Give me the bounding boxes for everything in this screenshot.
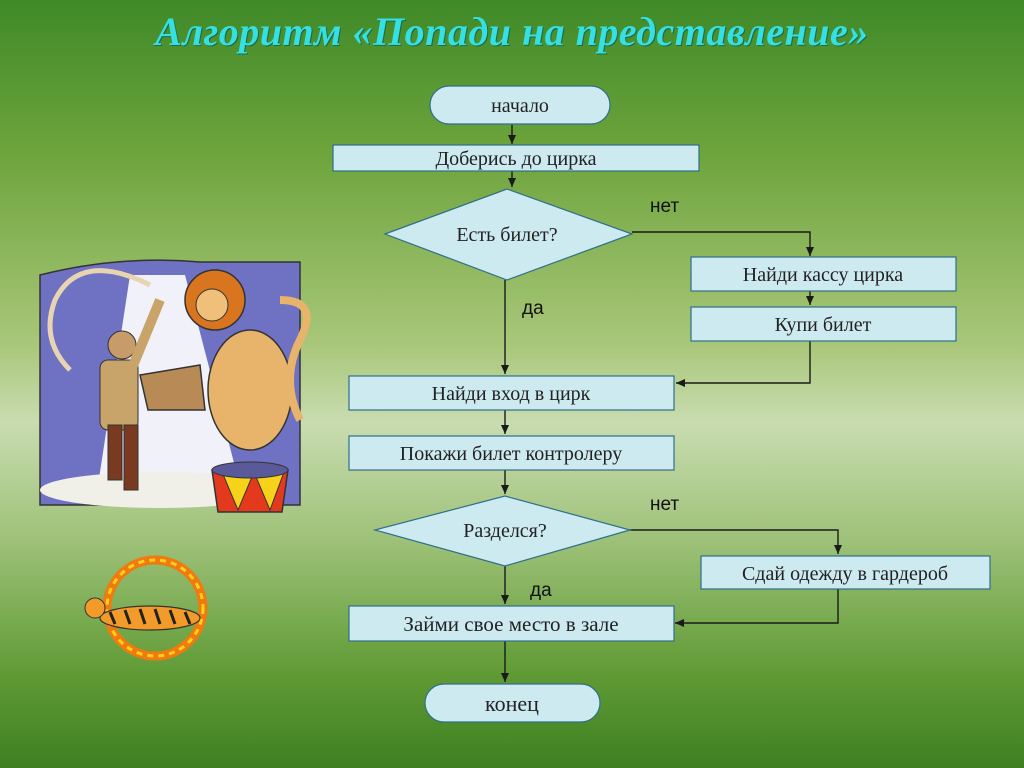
node-take-seat: Займи свое место в зале — [348, 605, 675, 642]
slide-title: Алгоритм «Попади на представление» — [155, 9, 869, 54]
decision-undressed: Разделся? — [372, 495, 633, 567]
node-get-to-circus: Доберись до цирка — [332, 144, 700, 172]
decision-ticket-label: Есть билет? — [456, 224, 557, 246]
node-cloakroom: Сдай одежду в гардероб — [700, 555, 991, 590]
tiger-ring-illustration — [84, 555, 208, 661]
node-show-ticket: Покажи билет контролеру — [348, 435, 675, 471]
decision-undressed-label: Разделся? — [463, 520, 547, 542]
arrow-buy-to-entrance — [676, 341, 811, 387]
node-end: конец — [424, 683, 601, 723]
node-buy-ticket: Купи билет — [690, 306, 957, 342]
take-seat-label: Займи свое место в зале — [403, 612, 618, 636]
buy-ticket-label: Купи билет — [775, 314, 872, 336]
arrow-cloakroom-to-seat — [675, 589, 839, 627]
cloakroom-label: Сдай одежду в гардероб — [742, 563, 948, 585]
decision-undressed-yes-label: да — [530, 580, 552, 601]
decision-ticket: Есть билет? — [383, 188, 634, 281]
end-label: конец — [485, 691, 539, 716]
arrow-decision1-no — [632, 231, 814, 256]
start-label: начало — [491, 95, 549, 117]
lion-tamer-illustration — [39, 259, 311, 513]
get-to-circus-label: Доберись до цирка — [435, 148, 596, 170]
arrow-decision2-no — [630, 529, 842, 554]
find-box-office-label: Найди кассу цирка — [743, 264, 904, 286]
decision-ticket-yes-label: да — [522, 298, 544, 319]
decision-ticket-no-label: нет — [650, 196, 679, 217]
show-ticket-label: Покажи билет контролеру — [400, 443, 622, 465]
node-start: начало — [429, 85, 611, 125]
decision-undressed-no-label: нет — [650, 494, 679, 515]
find-entrance-label: Найди вход в цирк — [432, 383, 591, 405]
node-find-entrance: Найди вход в цирк — [348, 375, 675, 411]
connectors — [501, 125, 842, 682]
node-find-box-office: Найди кассу цирка — [690, 256, 957, 292]
